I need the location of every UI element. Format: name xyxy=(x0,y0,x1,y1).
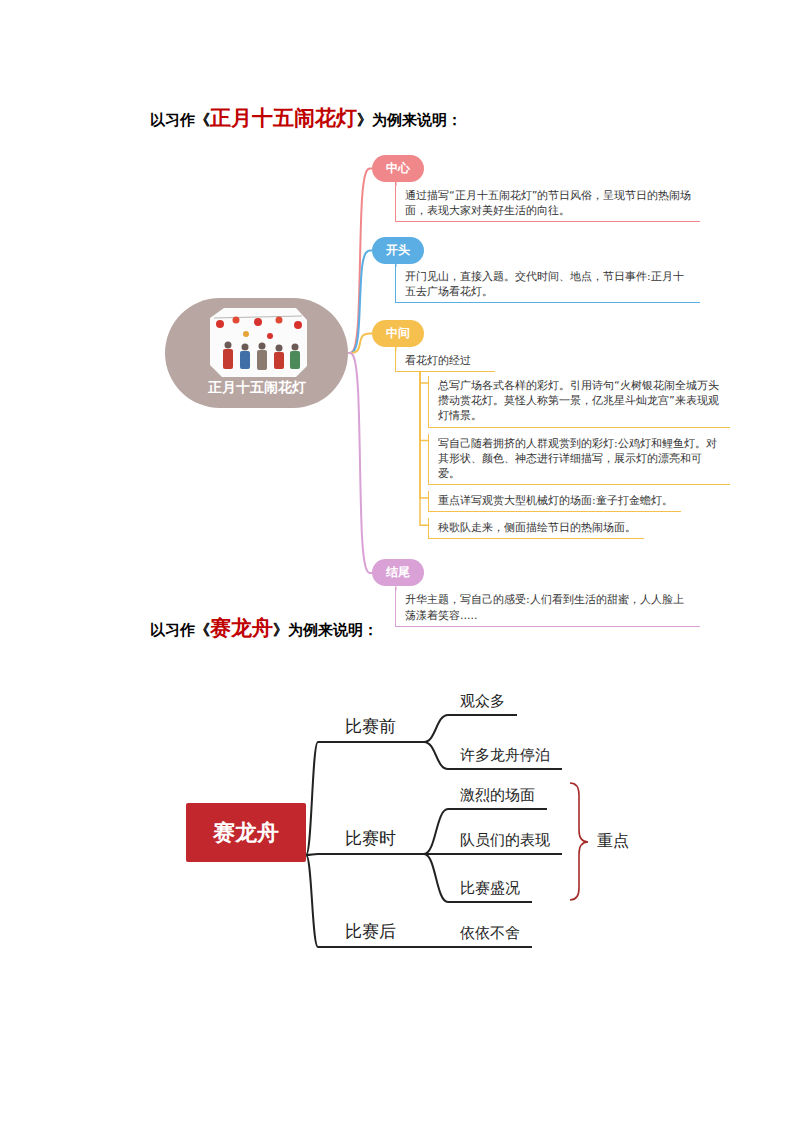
figure-body xyxy=(257,350,267,370)
figure-head xyxy=(259,343,266,350)
heading-text: 以习作《 xyxy=(150,111,210,130)
branch-topic: 比赛前 xyxy=(318,715,424,743)
branch-pill: 中心 xyxy=(372,155,424,182)
text-block: 升华主题，写自己的感受:人们看到生活的甜蜜，人人脸上荡漾着笑容..... xyxy=(395,590,700,626)
figure-body xyxy=(290,351,300,369)
connector xyxy=(424,854,448,902)
connector xyxy=(348,251,372,354)
node-text: 比赛时 xyxy=(345,827,396,850)
connector xyxy=(306,855,318,947)
emphasis-label: 重点 xyxy=(597,831,629,852)
leaf-topic: 依依不舍 xyxy=(448,924,532,948)
leaf-topic: 观众多 xyxy=(448,692,517,716)
node-text: 中心 xyxy=(386,155,410,182)
connector xyxy=(420,372,428,525)
figure-head xyxy=(242,344,249,351)
leaf-topic: 激烈的场面 xyxy=(448,786,547,810)
node-text: 比赛后 xyxy=(345,920,396,943)
label-group: 以习作《正月十五闹花灯》为例来说明： xyxy=(150,104,462,132)
lantern xyxy=(254,318,262,326)
node-text: 正月十五闹花灯 xyxy=(208,379,306,397)
node-text: 比赛盛况 xyxy=(460,879,520,898)
node-text: 通过描写“正月十五闹花灯”的节日风俗，呈现节日的热闹场面，表现大家对美好生活的向… xyxy=(405,188,692,218)
lantern xyxy=(233,317,240,324)
connector xyxy=(306,742,318,855)
leaf-topic: 比赛盛况 xyxy=(448,879,532,903)
connector xyxy=(424,742,448,769)
node-text: 许多龙舟停泊 xyxy=(460,746,550,765)
node-text: 赛龙舟 xyxy=(213,818,279,848)
node-text: 重点详写观赏大型机械灯的场面:童子打金蟾灯。 xyxy=(438,493,673,508)
node-text: 比赛前 xyxy=(345,715,396,738)
lantern xyxy=(294,321,302,329)
connector xyxy=(348,169,372,354)
figure-head xyxy=(276,345,283,352)
connector xyxy=(424,946,448,948)
central-topic: 赛龙舟 xyxy=(186,803,306,862)
figure-body xyxy=(223,349,233,369)
connector xyxy=(348,353,372,573)
lantern-string xyxy=(214,316,302,318)
lantern xyxy=(216,320,224,328)
text-block: 通过描写“正月十五闹花灯”的节日风俗，呈现节日的热闹场面，表现大家对美好生活的向… xyxy=(395,186,700,222)
figure-head xyxy=(225,342,232,349)
connector xyxy=(348,334,372,354)
connector xyxy=(306,854,318,855)
emphasis-bracket xyxy=(570,783,588,900)
lantern xyxy=(276,317,283,324)
node-text: 写自己随着拥挤的人群观赏到的彩灯:公鸡灯和鲤鱼灯。对其形状、颜色、神态进行详细描… xyxy=(438,436,722,482)
heading-text: 以习作《 xyxy=(150,621,210,640)
heading-text: 》为例来说明： xyxy=(357,111,462,130)
node-text: 依依不舍 xyxy=(460,924,520,943)
node-text: 总写广场各式各样的彩灯。引用诗句“火树银花闹全城万头攒动赏花灯。莫怪人称第一景，… xyxy=(438,378,722,424)
figure-body xyxy=(240,351,250,369)
node-text: 结尾 xyxy=(386,559,410,586)
leaf-topic: 许多龙舟停泊 xyxy=(448,746,562,770)
node-text: 激烈的场面 xyxy=(460,786,535,805)
label-group: 重点 xyxy=(597,831,629,852)
sub-text-block: 秧歌队走来，侧面描绘节日的热闹场面。 xyxy=(428,518,644,539)
figure-head xyxy=(292,344,299,351)
node-text: 中间 xyxy=(386,320,410,347)
connector xyxy=(420,372,428,498)
connector xyxy=(420,372,428,383)
heading-text: 正月十五闹花灯 xyxy=(210,104,357,132)
leaf-topic: 队员们的表现 xyxy=(448,831,562,855)
lantern-illustration xyxy=(214,316,302,370)
connector xyxy=(420,372,428,440)
heading-text: 》为例来说明： xyxy=(273,621,378,640)
sub-text-block: 总写广场各式各样的彩灯。引用诗句“火树银花闹全城万头攒动赏花灯。莫怪人称第一景，… xyxy=(428,376,730,428)
text-block: 看花灯的经过 xyxy=(395,351,495,372)
branch-topic: 比赛时 xyxy=(318,827,424,855)
node-text: 升华主题，写自己的感受:人们看到生活的甜蜜，人人脸上荡漾着笑容..... xyxy=(405,592,692,622)
sub-text-block: 重点详写观赏大型机械灯的场面:童子打金蟾灯。 xyxy=(428,491,681,512)
node-text: 看花灯的经过 xyxy=(405,353,471,368)
branch-topic: 比赛后 xyxy=(318,920,424,948)
lantern-illustration-ground xyxy=(210,308,307,377)
node-text: 开头 xyxy=(386,237,410,264)
branch-pill: 结尾 xyxy=(372,559,424,586)
central-topic: 正月十五闹花灯 xyxy=(165,298,348,408)
text-block: 开门见山，直接入题。交代时间、地点，节日事件:正月十五去广场看花灯。 xyxy=(395,267,700,303)
branch-pill: 中间 xyxy=(372,320,424,347)
node-text: 秧歌队走来，侧面描绘节日的热闹场面。 xyxy=(438,520,636,535)
label-group: 以习作《赛龙舟》为例来说明： xyxy=(150,614,378,642)
node-text: 观众多 xyxy=(460,692,505,711)
sub-text-block: 写自己随着拥挤的人群观赏到的彩灯:公鸡灯和鲤鱼灯。对其形状、颜色、神态进行详细描… xyxy=(428,434,730,486)
connector xyxy=(424,809,448,854)
lantern xyxy=(243,331,249,337)
connector xyxy=(424,715,448,742)
node-text: 开门见山，直接入题。交代时间、地点，节日事件:正月十五去广场看花灯。 xyxy=(405,269,692,299)
node-text: 队员们的表现 xyxy=(460,831,550,850)
central-pill-shape xyxy=(165,298,348,408)
branch-pill: 开头 xyxy=(372,237,424,264)
lantern xyxy=(267,333,273,339)
heading-text: 赛龙舟 xyxy=(210,614,273,642)
figure-body xyxy=(274,352,284,369)
